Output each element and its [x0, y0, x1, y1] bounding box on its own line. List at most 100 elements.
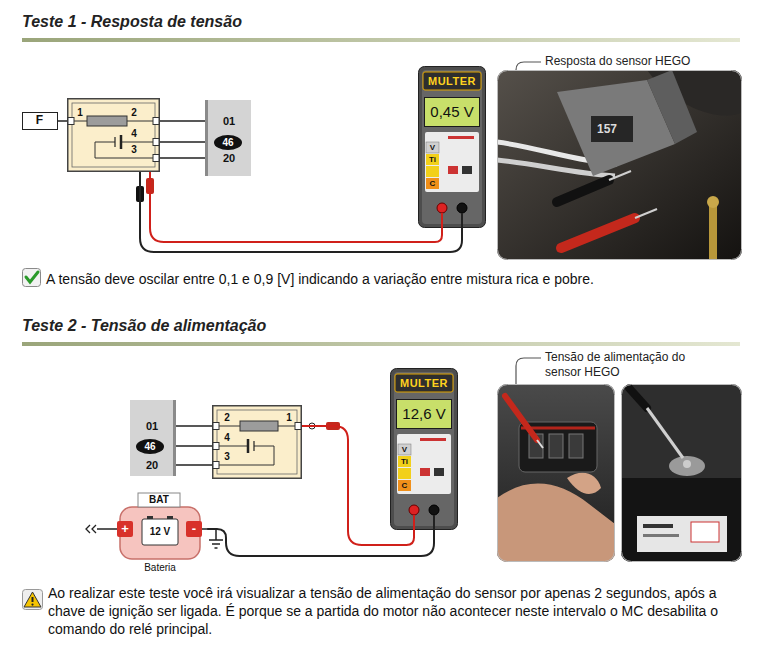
multimeter-body — [420, 438, 446, 441]
battery-symbol — [142, 519, 178, 545]
multimeter: MULTER12,6 VVTiC — [390, 368, 458, 530]
multimeter-body — [462, 166, 472, 174]
sensor-photo: Resposta do sensor HEGO157 — [497, 52, 742, 260]
sensor-connector: 2143 — [212, 405, 302, 479]
connector-photo — [497, 384, 615, 562]
sensor-photo — [647, 70, 697, 144]
connector-photo — [516, 358, 541, 384]
connector-photo — [549, 434, 563, 458]
connector-photo — [669, 456, 705, 476]
sensor-photo — [591, 116, 633, 142]
connector-photo — [498, 385, 615, 562]
sensor-connector-body — [247, 439, 250, 453]
ecu-pin: 01 — [140, 419, 164, 433]
sensor-connector-body — [213, 462, 219, 469]
wire — [176, 425, 212, 427]
connector-photo — [497, 384, 615, 562]
ecu-pin: 20 — [140, 458, 164, 472]
sensor-connector-body — [253, 441, 254, 451]
sensor-connector-body — [153, 139, 159, 146]
connector-photo — [621, 384, 742, 562]
multimeter-body — [426, 166, 439, 177]
sensor-connector: 1243 — [67, 98, 160, 172]
connector-photo — [643, 534, 679, 537]
ecu-connector: 01 2046 — [205, 100, 251, 176]
multimeter-body — [419, 67, 486, 228]
multimeter-body — [437, 203, 447, 213]
connector-photo — [691, 522, 719, 542]
multimeter-body — [398, 444, 411, 455]
check-icon — [26, 272, 38, 282]
warning-icon — [32, 597, 34, 602]
warning-note: Ao realizar este teste você irá visualiz… — [48, 584, 744, 638]
multimeter-body — [434, 468, 444, 476]
button-label: C — [398, 480, 411, 491]
multimeter-body — [394, 372, 454, 526]
sensor-photo — [557, 180, 609, 202]
sensor-photo — [635, 209, 657, 218]
section-heading: Teste 2 - Tensão de alimentação — [22, 316, 266, 336]
pin-number: 3 — [129, 144, 139, 156]
pin-number: 4 — [129, 128, 139, 140]
battery-symbol — [117, 521, 133, 537]
callout-text: Resposta do sensor HEGO — [545, 54, 737, 69]
probe-tip — [136, 178, 340, 430]
multimeter-body — [398, 468, 411, 479]
connector-photo — [629, 388, 647, 408]
button-label: V — [398, 444, 411, 455]
multimeter-body — [448, 166, 458, 174]
multimeter-body — [398, 480, 411, 491]
multimeter-body — [426, 154, 439, 165]
warning-icon — [24, 592, 41, 607]
ecu-pin: 46 — [214, 135, 242, 150]
connector-photo — [621, 384, 742, 562]
multimeter-body — [396, 399, 452, 429]
connector-photo — [621, 478, 742, 562]
connector-photo — [497, 348, 742, 562]
multimeter-body — [397, 400, 451, 428]
connector-photo — [505, 396, 537, 440]
multimeter-body — [418, 66, 486, 228]
ecu-connector: 01 20 46 — [130, 400, 176, 476]
ecu-pin-oval: 46 — [136, 439, 164, 454]
signal-letter: F — [23, 113, 56, 128]
brand-label: MULTER — [423, 74, 481, 88]
sensor-photo — [561, 218, 635, 248]
sensor-connector-body — [213, 443, 219, 450]
heading-rule — [22, 38, 740, 42]
connector-photo — [537, 440, 543, 448]
multimeter-body — [433, 515, 435, 530]
multimeter-body — [395, 374, 453, 392]
multimeter-body — [429, 505, 439, 515]
multimeter: MULTER0,45 VVTiC — [418, 66, 486, 228]
connector-photo — [647, 408, 683, 458]
connector-photo — [497, 484, 615, 562]
battery-plus-lead — [86, 525, 96, 533]
wire — [160, 141, 205, 143]
display-reading: 0,45 V — [425, 98, 479, 126]
battery-voltage: 12 V — [142, 525, 178, 539]
button-label: Ti — [426, 154, 439, 165]
sensor-connector-body — [213, 406, 302, 479]
battery-symbol — [138, 493, 180, 507]
heading-rule — [22, 342, 740, 346]
sensor-connector-body — [153, 155, 159, 162]
battery-symbol — [186, 521, 202, 537]
button-label: V — [426, 142, 439, 153]
section-heading: Teste 1 - Resposta de tensão — [22, 12, 242, 32]
terminal-sign: - — [186, 521, 202, 537]
ecu-pin: 01 — [217, 114, 241, 128]
callout-text: Tensão de alimentação do sensor HEGO — [545, 350, 713, 382]
warning-icon — [31, 604, 33, 606]
signal-box: F — [22, 112, 58, 130]
wire — [160, 157, 205, 159]
connector-photo — [567, 473, 601, 494]
sensor-photo — [707, 196, 719, 208]
battery-plus-lead — [86, 525, 112, 533]
ecu-pin: 20 — [217, 151, 241, 165]
sensor-connector-body — [213, 423, 219, 430]
sensor-connector-body — [68, 118, 74, 125]
multimeter-body — [461, 213, 463, 228]
probe-lead — [150, 172, 442, 242]
